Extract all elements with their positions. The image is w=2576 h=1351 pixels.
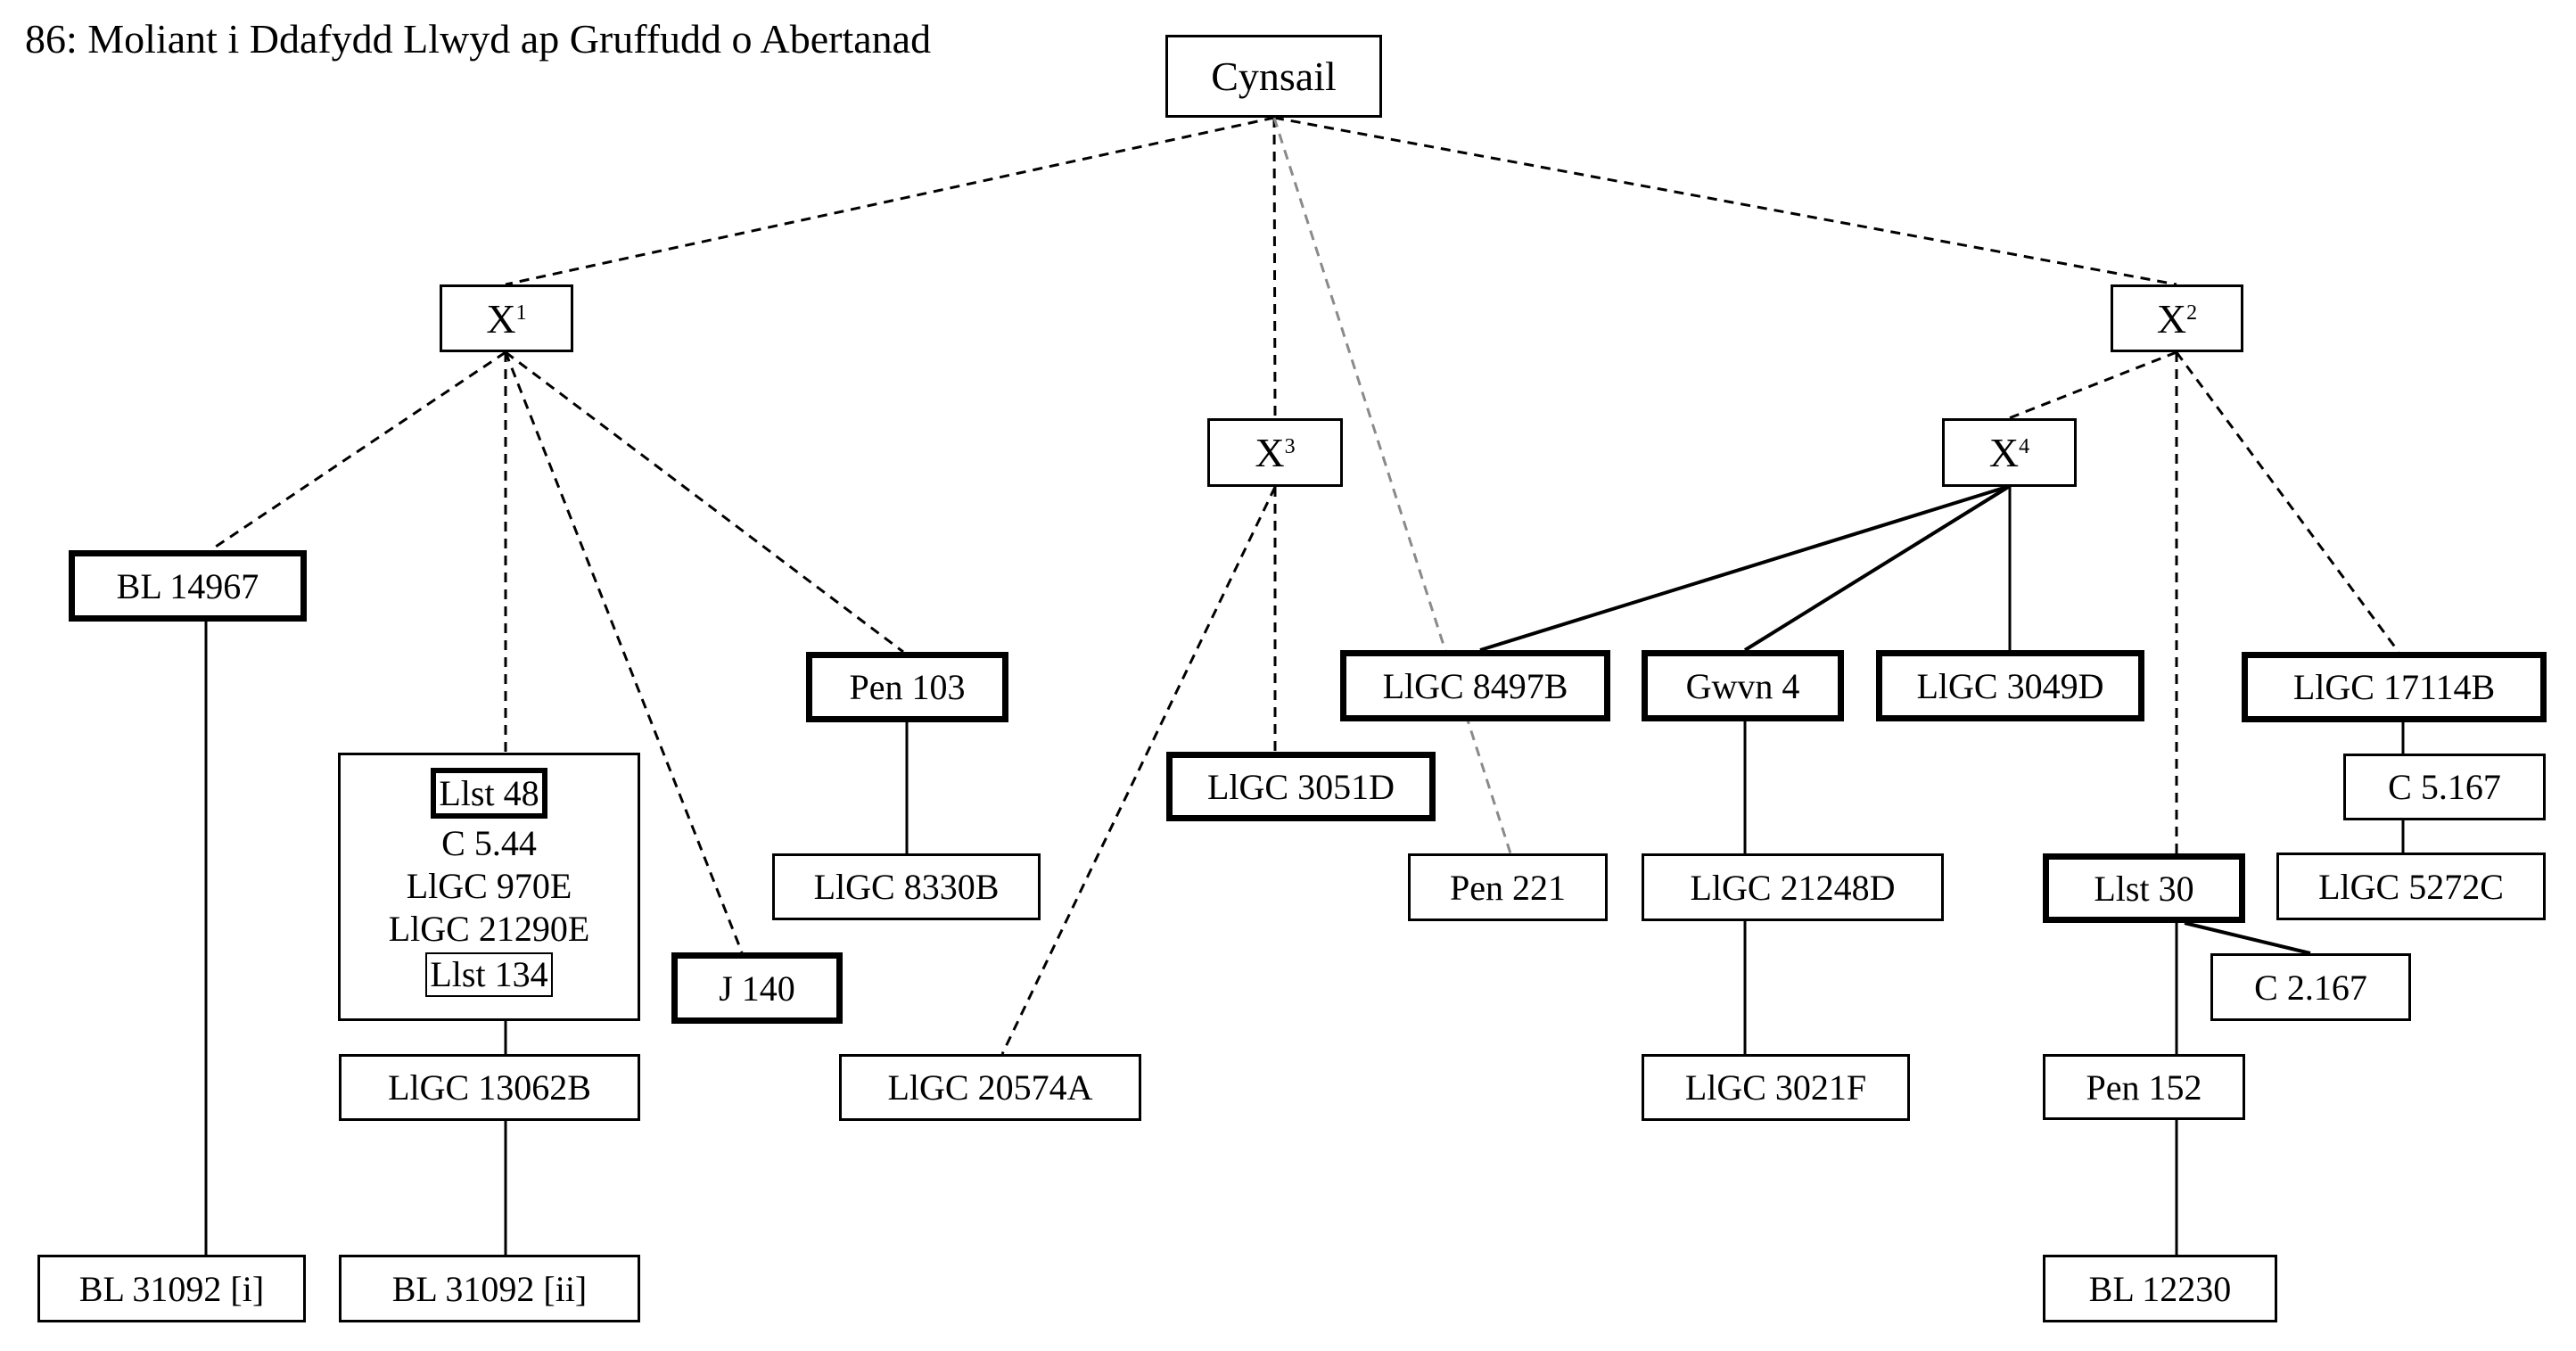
edge-x2-x4 <box>2008 350 2177 420</box>
group-item-llgc970e: LlGC 970E <box>406 866 572 906</box>
node-llgc8497b: LlGC 8497B <box>1340 650 1610 721</box>
node-label: X <box>2156 295 2187 342</box>
node-superscript: 2 <box>2186 301 2198 325</box>
node-label: C 5.167 <box>2388 767 2501 807</box>
node-bl14967: BL 14967 <box>69 550 307 622</box>
edge-x1-pen103 <box>505 350 904 654</box>
node-pen221: Pen 221 <box>1408 853 1608 921</box>
edge-x4-gwvn4 <box>1743 484 2012 652</box>
node-superscript: 3 <box>1284 435 1296 458</box>
node-label: LlGC 5272C <box>2318 866 2504 907</box>
node-label: Llst 30 <box>2094 868 2194 909</box>
node-label: LlGC 3049D <box>1916 665 2104 706</box>
edge-x1-j140 <box>504 351 744 953</box>
node-label: LlGC 8330B <box>813 867 1000 907</box>
node-superscript: 1 <box>515 301 527 325</box>
node-llgc5272c: LlGC 5272C <box>2276 853 2546 920</box>
node-c5167: C 5.167 <box>2343 754 2546 820</box>
node-label: BL 31092 [ii] <box>391 1268 588 1309</box>
edge-x3-llgc20574a <box>1000 486 1277 1055</box>
node-label: BL 14967 <box>116 565 259 606</box>
node-gwvn4: Gwvn 4 <box>1642 650 1844 721</box>
node-label: Gwvn 4 <box>1685 665 1800 706</box>
node-label: Pen 152 <box>2086 1067 2202 1108</box>
group-item-llst134: Llst 134 <box>425 952 553 997</box>
edge-x4-llgc8497b <box>1479 484 2011 652</box>
node-llgc13062b: LlGC 13062B <box>339 1054 640 1121</box>
node-label: Pen 221 <box>1450 867 1566 908</box>
group-item-llgc21290e: LlGC 21290E <box>388 909 590 949</box>
node-label: X <box>1988 430 2020 475</box>
node-label: LlGC 21248D <box>1690 867 1896 908</box>
node-j140: J 140 <box>671 952 843 1024</box>
node-label: LlGC 8497B <box>1382 665 1568 706</box>
node-llgc8330b: LlGC 8330B <box>772 853 1041 920</box>
group-item-llst48: Llst 48 <box>431 768 547 819</box>
node-superscript: 4 <box>2019 435 2030 458</box>
node-pen152: Pen 152 <box>2043 1054 2245 1120</box>
node-label: J 140 <box>719 968 795 1009</box>
node-llgc21248d: LlGC 21248D <box>1642 853 1944 921</box>
edge-x2-llgc17114b <box>2175 351 2400 653</box>
node-label: LlGC 3021F <box>1684 1067 1867 1108</box>
node-label: Pen 103 <box>849 667 966 707</box>
edge-cynsail-x3 <box>1272 117 1277 419</box>
node-cynsail: Cynsail <box>1165 35 1382 118</box>
edge-x1-bl14967 <box>210 350 506 552</box>
node-pen103: Pen 103 <box>806 652 1008 722</box>
manuscript-group: Llst 48 C 5.44 LlGC 970E LlGC 21290E Lls… <box>338 753 640 1021</box>
edge-cynsail-pen221 <box>1272 117 1512 854</box>
node-llgc3049d: LlGC 3049D <box>1876 650 2144 721</box>
node-label: BL 31092 [i] <box>78 1268 265 1309</box>
node-label: LlGC 13062B <box>388 1067 591 1108</box>
group-item-c544: C 5.44 <box>441 823 537 863</box>
node-llgc20574a: LlGC 20574A <box>839 1054 1141 1121</box>
node-llst30: Llst 30 <box>2043 853 2245 923</box>
edge-cynsail-x2 <box>1273 116 2177 286</box>
node-label: X <box>1255 430 1285 475</box>
node-llgc3021f: LlGC 3021F <box>1642 1054 1910 1121</box>
edge-llst30-c2167 <box>2184 921 2311 955</box>
node-c2167: C 2.167 <box>2210 953 2411 1021</box>
node-label: C 2.167 <box>2254 967 2367 1008</box>
node-label: LlGC 17114B <box>2292 667 2496 707</box>
diagram-title: 86: Moliant i Ddafydd Llwyd ap Gruffudd … <box>25 16 932 62</box>
node-bl31092i: BL 31092 [i] <box>37 1255 306 1322</box>
node-bl31092ii: BL 31092 [ii] <box>339 1255 640 1322</box>
node-llgc3051d: LlGC 3051D <box>1166 752 1436 821</box>
node-label: LlGC 3051D <box>1207 766 1395 807</box>
node-label: BL 12230 <box>2088 1268 2232 1309</box>
node-label: Cynsail <box>1211 54 1337 99</box>
node-label: LlGC 20574A <box>887 1067 1093 1108</box>
edge-cynsail-x1 <box>505 116 1275 286</box>
node-label: X <box>486 295 516 342</box>
node-llgc17114b: LlGC 17114B <box>2242 652 2547 722</box>
node-bl12230: BL 12230 <box>2043 1255 2277 1322</box>
